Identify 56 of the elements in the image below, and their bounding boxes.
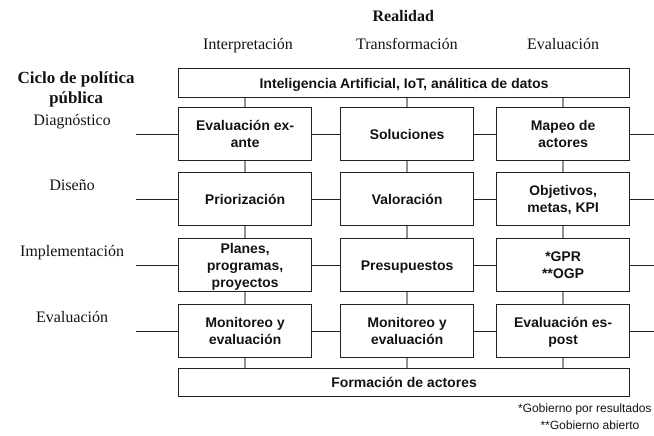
process-box: *GPR **OGP bbox=[496, 238, 630, 292]
connector-line bbox=[312, 134, 340, 135]
connector-line bbox=[630, 134, 654, 135]
connector-line bbox=[562, 226, 564, 238]
connector-line bbox=[630, 265, 654, 266]
connector-line bbox=[474, 134, 496, 135]
process-box: Monitoreo y evaluación bbox=[178, 304, 312, 358]
connector-line bbox=[562, 292, 564, 304]
connector-line bbox=[474, 199, 496, 200]
connector-line bbox=[312, 199, 340, 200]
connector-line bbox=[630, 199, 654, 200]
connector-line bbox=[562, 160, 564, 172]
process-box: Soluciones bbox=[340, 107, 474, 161]
connector-line bbox=[312, 331, 340, 332]
connector-line bbox=[562, 98, 564, 108]
row-label: Diagnóstico bbox=[8, 111, 136, 135]
connector-line bbox=[474, 265, 496, 266]
process-box: Evaluación ex-ante bbox=[178, 107, 312, 161]
column-header: Evaluación bbox=[527, 36, 599, 54]
connector-line bbox=[244, 98, 246, 108]
connector-line bbox=[136, 265, 178, 266]
column-header: Transformación bbox=[356, 36, 458, 54]
connector-line bbox=[406, 292, 408, 304]
heading: Realidad bbox=[372, 8, 434, 26]
connector-line bbox=[136, 331, 178, 332]
connector-line bbox=[406, 98, 408, 108]
connector-line bbox=[406, 358, 408, 368]
row-label: Diseño bbox=[8, 176, 136, 200]
connector-line bbox=[630, 331, 654, 332]
connector-line bbox=[406, 226, 408, 238]
process-box: Priorización bbox=[178, 172, 312, 226]
row-label: Implementación bbox=[8, 242, 136, 266]
connector-line bbox=[136, 199, 178, 200]
process-box: Monitoreo y evaluación bbox=[340, 304, 474, 358]
connector-line bbox=[562, 358, 564, 368]
connector-line bbox=[244, 292, 246, 304]
process-box: Formación de actores bbox=[178, 368, 630, 397]
connector-line bbox=[312, 265, 340, 266]
connector-line bbox=[244, 160, 246, 172]
footnote: *Gobierno por resultados bbox=[518, 401, 652, 415]
connector-line bbox=[136, 134, 178, 135]
process-box: Mapeo de actores bbox=[496, 107, 630, 161]
process-box: Inteligencia Artificial, IoT, análitica de datos bbox=[178, 68, 630, 98]
connector-line bbox=[406, 160, 408, 172]
column-header: Interpretación bbox=[203, 36, 293, 54]
process-box: Evaluación es-post bbox=[496, 304, 630, 358]
connector-line bbox=[244, 226, 246, 238]
process-box: Valoración bbox=[340, 172, 474, 226]
process-box: Presupuestos bbox=[340, 238, 474, 292]
process-box: Objetivos, metas, KPI bbox=[496, 172, 630, 226]
row-label: Evaluación bbox=[8, 308, 136, 332]
process-box: Planes, programas, proyectos bbox=[178, 238, 312, 292]
connector-line bbox=[474, 331, 496, 332]
connector-line bbox=[244, 358, 246, 368]
heading: Ciclo de política pública bbox=[16, 68, 136, 108]
footnote: **Gobierno abierto bbox=[540, 418, 640, 432]
